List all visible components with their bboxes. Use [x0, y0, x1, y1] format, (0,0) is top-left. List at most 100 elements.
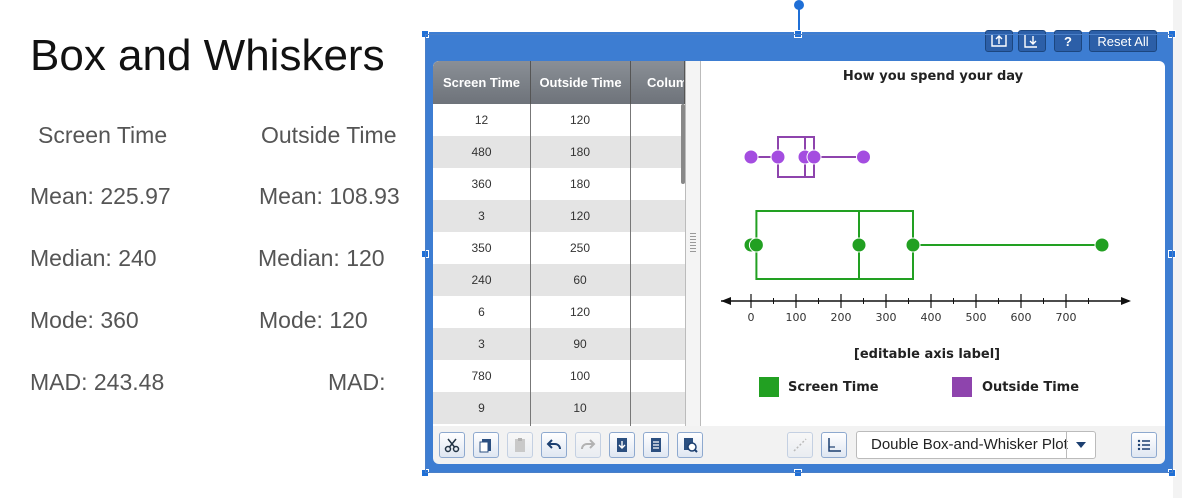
- screen-mad: MAD: 243.48: [30, 369, 165, 395]
- cell-outside-time[interactable]: 120: [569, 305, 591, 319]
- table-scrollbar[interactable]: [681, 104, 685, 184]
- x-tick-label: 0: [748, 311, 755, 324]
- copy-icon: [479, 439, 491, 453]
- screen-time-data-point: [905, 237, 921, 253]
- column-header-third[interactable]: Column: [631, 61, 685, 104]
- rotation-handle[interactable]: [794, 0, 804, 10]
- copy-button[interactable]: [473, 432, 499, 458]
- x-axis-arrow-left: [721, 297, 731, 305]
- sort-columns-button[interactable]: [985, 30, 1013, 52]
- outside-mean: Mean: 108.93: [259, 183, 400, 209]
- table-row: 12 120: [433, 104, 685, 136]
- table-row: 6 120: [433, 296, 685, 328]
- panel-divider-handle[interactable]: [685, 61, 701, 426]
- screen-time-heading: Screen Time: [38, 122, 168, 148]
- undo-button[interactable]: [541, 432, 567, 458]
- reset-all-button[interactable]: Reset All: [1089, 30, 1157, 52]
- chevron-down-icon[interactable]: [1066, 432, 1095, 458]
- table-row: 480 180: [433, 136, 685, 168]
- cell-screen-time[interactable]: 360: [471, 177, 492, 191]
- legend-label-outside-time: Outside Time: [982, 380, 1079, 395]
- x-tick-label: 100: [786, 311, 807, 324]
- line-tool-icon: [793, 438, 807, 452]
- x-tick-label: 600: [1011, 311, 1032, 324]
- sort-columns-icon: [991, 35, 1007, 47]
- legend-label-screen-time: Screen Time: [788, 380, 879, 395]
- document-button[interactable]: [643, 432, 669, 458]
- cell-outside-time[interactable]: 250: [569, 241, 591, 255]
- legend-swatch-outside-time: [952, 377, 972, 397]
- column-divider: [530, 104, 531, 426]
- redo-icon: [581, 439, 596, 450]
- plot-type-select[interactable]: Double Box-and-Whisker Plot: [856, 431, 1096, 459]
- cell-outside-time[interactable]: 10: [573, 401, 587, 415]
- outside-time-data-point: [806, 149, 822, 165]
- table-row: 360 180: [433, 168, 685, 200]
- outside-time-data-point: [743, 149, 759, 165]
- cell-outside-time[interactable]: 120: [569, 113, 591, 127]
- table-row: 3 90: [433, 328, 685, 360]
- screen-time-data-point: [1094, 237, 1110, 253]
- help-button[interactable]: ?: [1054, 30, 1082, 52]
- table-row: 240 60: [433, 264, 685, 296]
- help-icon: ?: [1064, 33, 1072, 49]
- undo-icon: [546, 439, 561, 450]
- options-menu-button[interactable]: [1131, 432, 1157, 458]
- cell-screen-time[interactable]: 240: [471, 273, 492, 287]
- outside-median: Median: 120: [258, 245, 385, 271]
- magnify-document-icon: [684, 438, 698, 453]
- screen-mode: Mode: 360: [30, 307, 139, 333]
- cell-outside-time[interactable]: 180: [569, 145, 591, 159]
- cell-screen-time[interactable]: 3: [478, 337, 485, 351]
- redo-button[interactable]: [575, 432, 601, 458]
- outside-mad: MAD:: [328, 369, 386, 395]
- column-header-screen-time[interactable]: Screen Time: [433, 61, 531, 104]
- cell-outside-time[interactable]: 90: [573, 337, 587, 351]
- x-tick-label: 400: [921, 311, 942, 324]
- import-document-icon: [617, 438, 627, 452]
- table-row: 9 10: [433, 392, 685, 424]
- bottom-toolbar: Double Box-and-Whisker Plot: [433, 426, 1165, 464]
- cell-screen-time[interactable]: 12: [474, 113, 489, 127]
- widget-content: Screen Time Outside Time Column 12 120 480…: [433, 61, 1165, 426]
- view-data-button[interactable]: [677, 432, 703, 458]
- paste-button[interactable]: [507, 432, 533, 458]
- line-tool-button[interactable]: [787, 432, 813, 458]
- legend-swatch-screen-time: [759, 377, 779, 397]
- x-tick-label: 700: [1056, 311, 1077, 324]
- screen-time-data-point: [851, 237, 867, 253]
- cell-outside-time[interactable]: 120: [569, 209, 591, 223]
- cell-screen-time[interactable]: 3: [478, 209, 485, 223]
- cell-outside-time[interactable]: 60: [573, 273, 587, 287]
- cell-screen-time[interactable]: 350: [471, 241, 492, 255]
- cell-screen-time[interactable]: 9: [478, 401, 485, 415]
- cell-outside-time[interactable]: 180: [569, 177, 591, 191]
- resize-handle-bottom[interactable]: [794, 469, 802, 477]
- widget-selection-frame: [425, 34, 1173, 473]
- cell-screen-time[interactable]: 780: [471, 369, 492, 383]
- import-button[interactable]: [609, 432, 635, 458]
- screen-time-data-point: [748, 237, 764, 253]
- cell-outside-time[interactable]: 100: [569, 369, 591, 383]
- screen-median: Median: 240: [30, 245, 157, 271]
- table-row: 3 120: [433, 200, 685, 232]
- slide-title: Box and Whiskers: [30, 31, 385, 80]
- scissors-icon: [444, 438, 460, 453]
- x-tick-label: 200: [831, 311, 852, 324]
- outside-mode: Mode: 120: [259, 307, 368, 333]
- data-table: Screen Time Outside Time Column 12 120 480…: [433, 61, 685, 426]
- outside-time-heading: Outside Time: [261, 122, 397, 148]
- cell-screen-time[interactable]: 480: [471, 145, 492, 159]
- sort-data-icon: [1024, 35, 1037, 48]
- column-header-outside-time[interactable]: Outside Time: [531, 61, 631, 104]
- rotation-handle-line: [798, 6, 800, 34]
- table-row: 780 100: [433, 360, 685, 392]
- sort-data-button[interactable]: [1018, 30, 1046, 52]
- column-divider: [630, 104, 631, 426]
- plot-type-selected: Double Box-and-Whisker Plot: [871, 436, 1068, 453]
- cut-button[interactable]: [439, 432, 465, 458]
- cell-screen-time[interactable]: 6: [478, 305, 485, 319]
- axis-settings-button[interactable]: [821, 432, 847, 458]
